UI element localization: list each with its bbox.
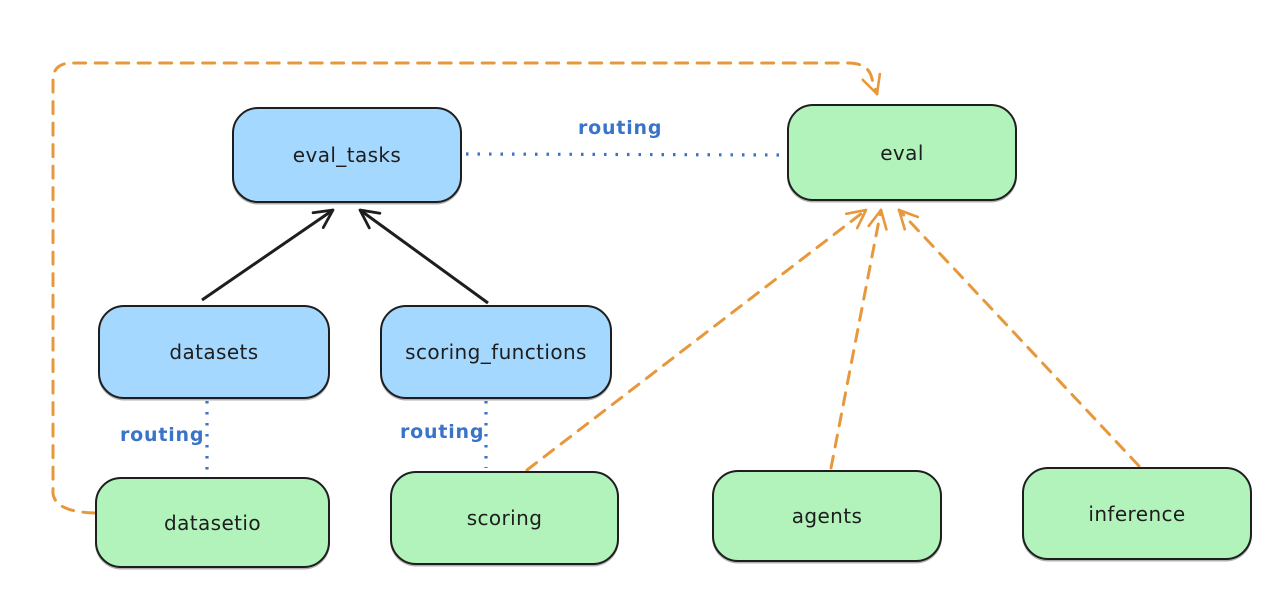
node-scoring-label: scoring <box>466 506 543 530</box>
node-eval-label: eval <box>880 140 924 165</box>
routing-label-scoring-functions-scoring: routing <box>400 421 485 443</box>
edge-agents-to-eval-dashed <box>829 208 888 470</box>
edge-datasetio-to-eval-dashed <box>51 61 882 515</box>
node-datasets-label: datasets <box>169 340 259 364</box>
edge-inference-to-eval-dashed <box>897 208 1141 468</box>
edge-scoring-to-eval-dashed <box>525 208 868 472</box>
routing-label-eval-tasks-eval: routing <box>578 117 663 139</box>
node-scoring: scoring <box>390 471 619 565</box>
node-inference-label: inference <box>1088 501 1186 526</box>
node-eval-tasks: eval_tasks <box>232 107 462 203</box>
node-datasetio: datasetio <box>95 477 330 568</box>
edge-eval_tasks-to-eval-dotted <box>465 152 786 157</box>
edge-scoring_functions-to-eval_tasks <box>358 208 489 305</box>
routing-label-datasets-datasetio: routing <box>120 424 205 446</box>
node-eval: eval <box>787 104 1017 201</box>
node-inference: inference <box>1022 467 1252 560</box>
node-agents: agents <box>712 470 942 562</box>
node-scoring-functions: scoring_functions <box>380 305 612 399</box>
node-datasetio-label: datasetio <box>163 510 261 535</box>
node-agents-label: agents <box>791 504 863 528</box>
node-scoring-functions-label: scoring_functions <box>405 340 587 364</box>
edge-datasets-to-eval_tasks <box>201 208 335 302</box>
node-datasets: datasets <box>98 305 330 399</box>
node-eval-tasks-label: eval_tasks <box>292 143 402 167</box>
